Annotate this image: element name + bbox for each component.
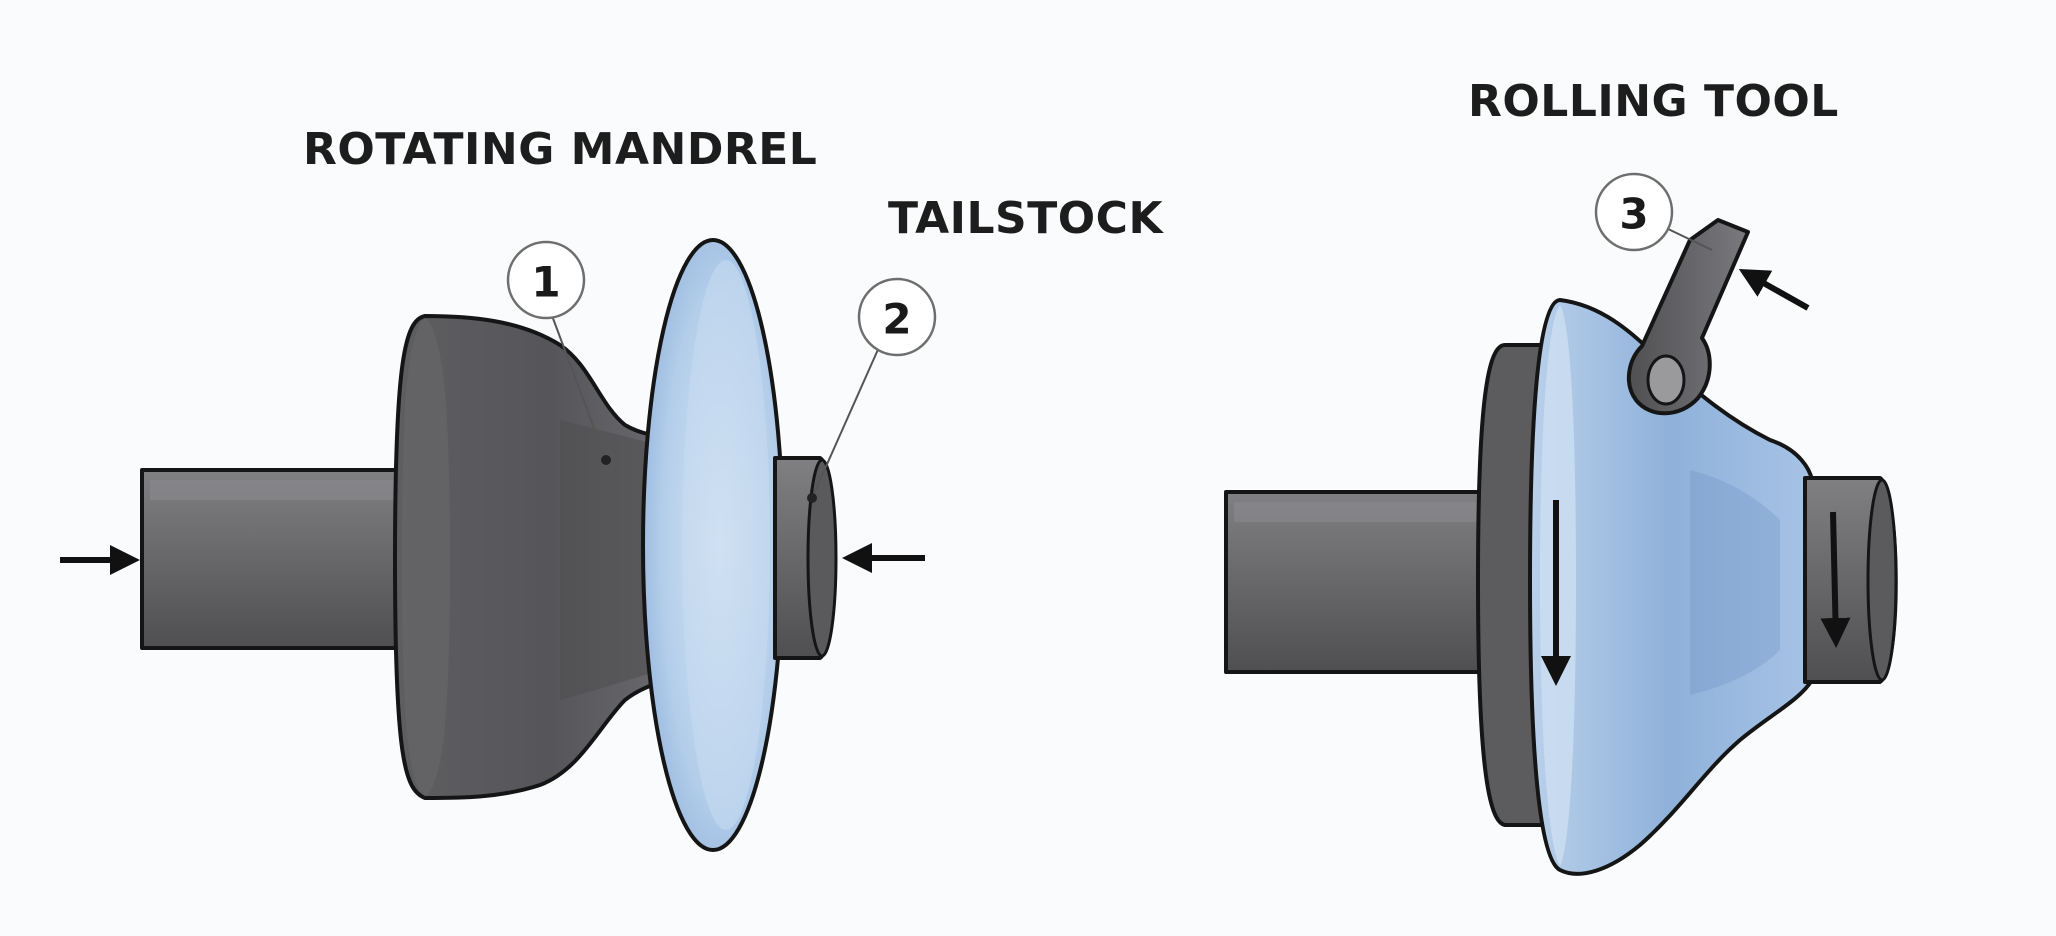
tailstock-face xyxy=(806,458,838,658)
callout-1-number: 1 xyxy=(531,258,560,307)
callout-3-number: 3 xyxy=(1619,190,1648,239)
formed-workpiece xyxy=(1528,298,1814,876)
right-tailstock-face xyxy=(1866,478,1898,682)
formed-workpiece-shade xyxy=(1690,470,1780,695)
callout-2: 2 xyxy=(807,277,937,503)
rolling-tool xyxy=(1626,218,1750,416)
right-assembly: 3 ROLLING TOOL xyxy=(1224,76,1898,876)
left-shaft-highlight xyxy=(150,480,425,500)
callout-2-number: 2 xyxy=(882,295,911,344)
callout-1: 1 xyxy=(506,240,611,465)
sheet-blank-disc xyxy=(641,238,785,852)
rotating-mandrel-label: ROTATING MANDREL xyxy=(303,124,817,175)
rolling-tool-roller xyxy=(1646,354,1686,406)
callout-3: 3 xyxy=(1594,172,1713,252)
left-assembly: 1 2 ROTATING MANDREL TAILSTOCK xyxy=(60,124,1164,852)
right-shaft-highlight xyxy=(1234,502,1504,522)
tailstock-label: TAILSTOCK xyxy=(888,193,1164,244)
rolling-tool-label: ROLLING TOOL xyxy=(1468,76,1839,127)
rotation-arrow-icon-2 xyxy=(1820,511,1851,648)
tool-feed-arrow-icon xyxy=(1738,269,1810,311)
mandrel-flange-face xyxy=(402,318,450,796)
